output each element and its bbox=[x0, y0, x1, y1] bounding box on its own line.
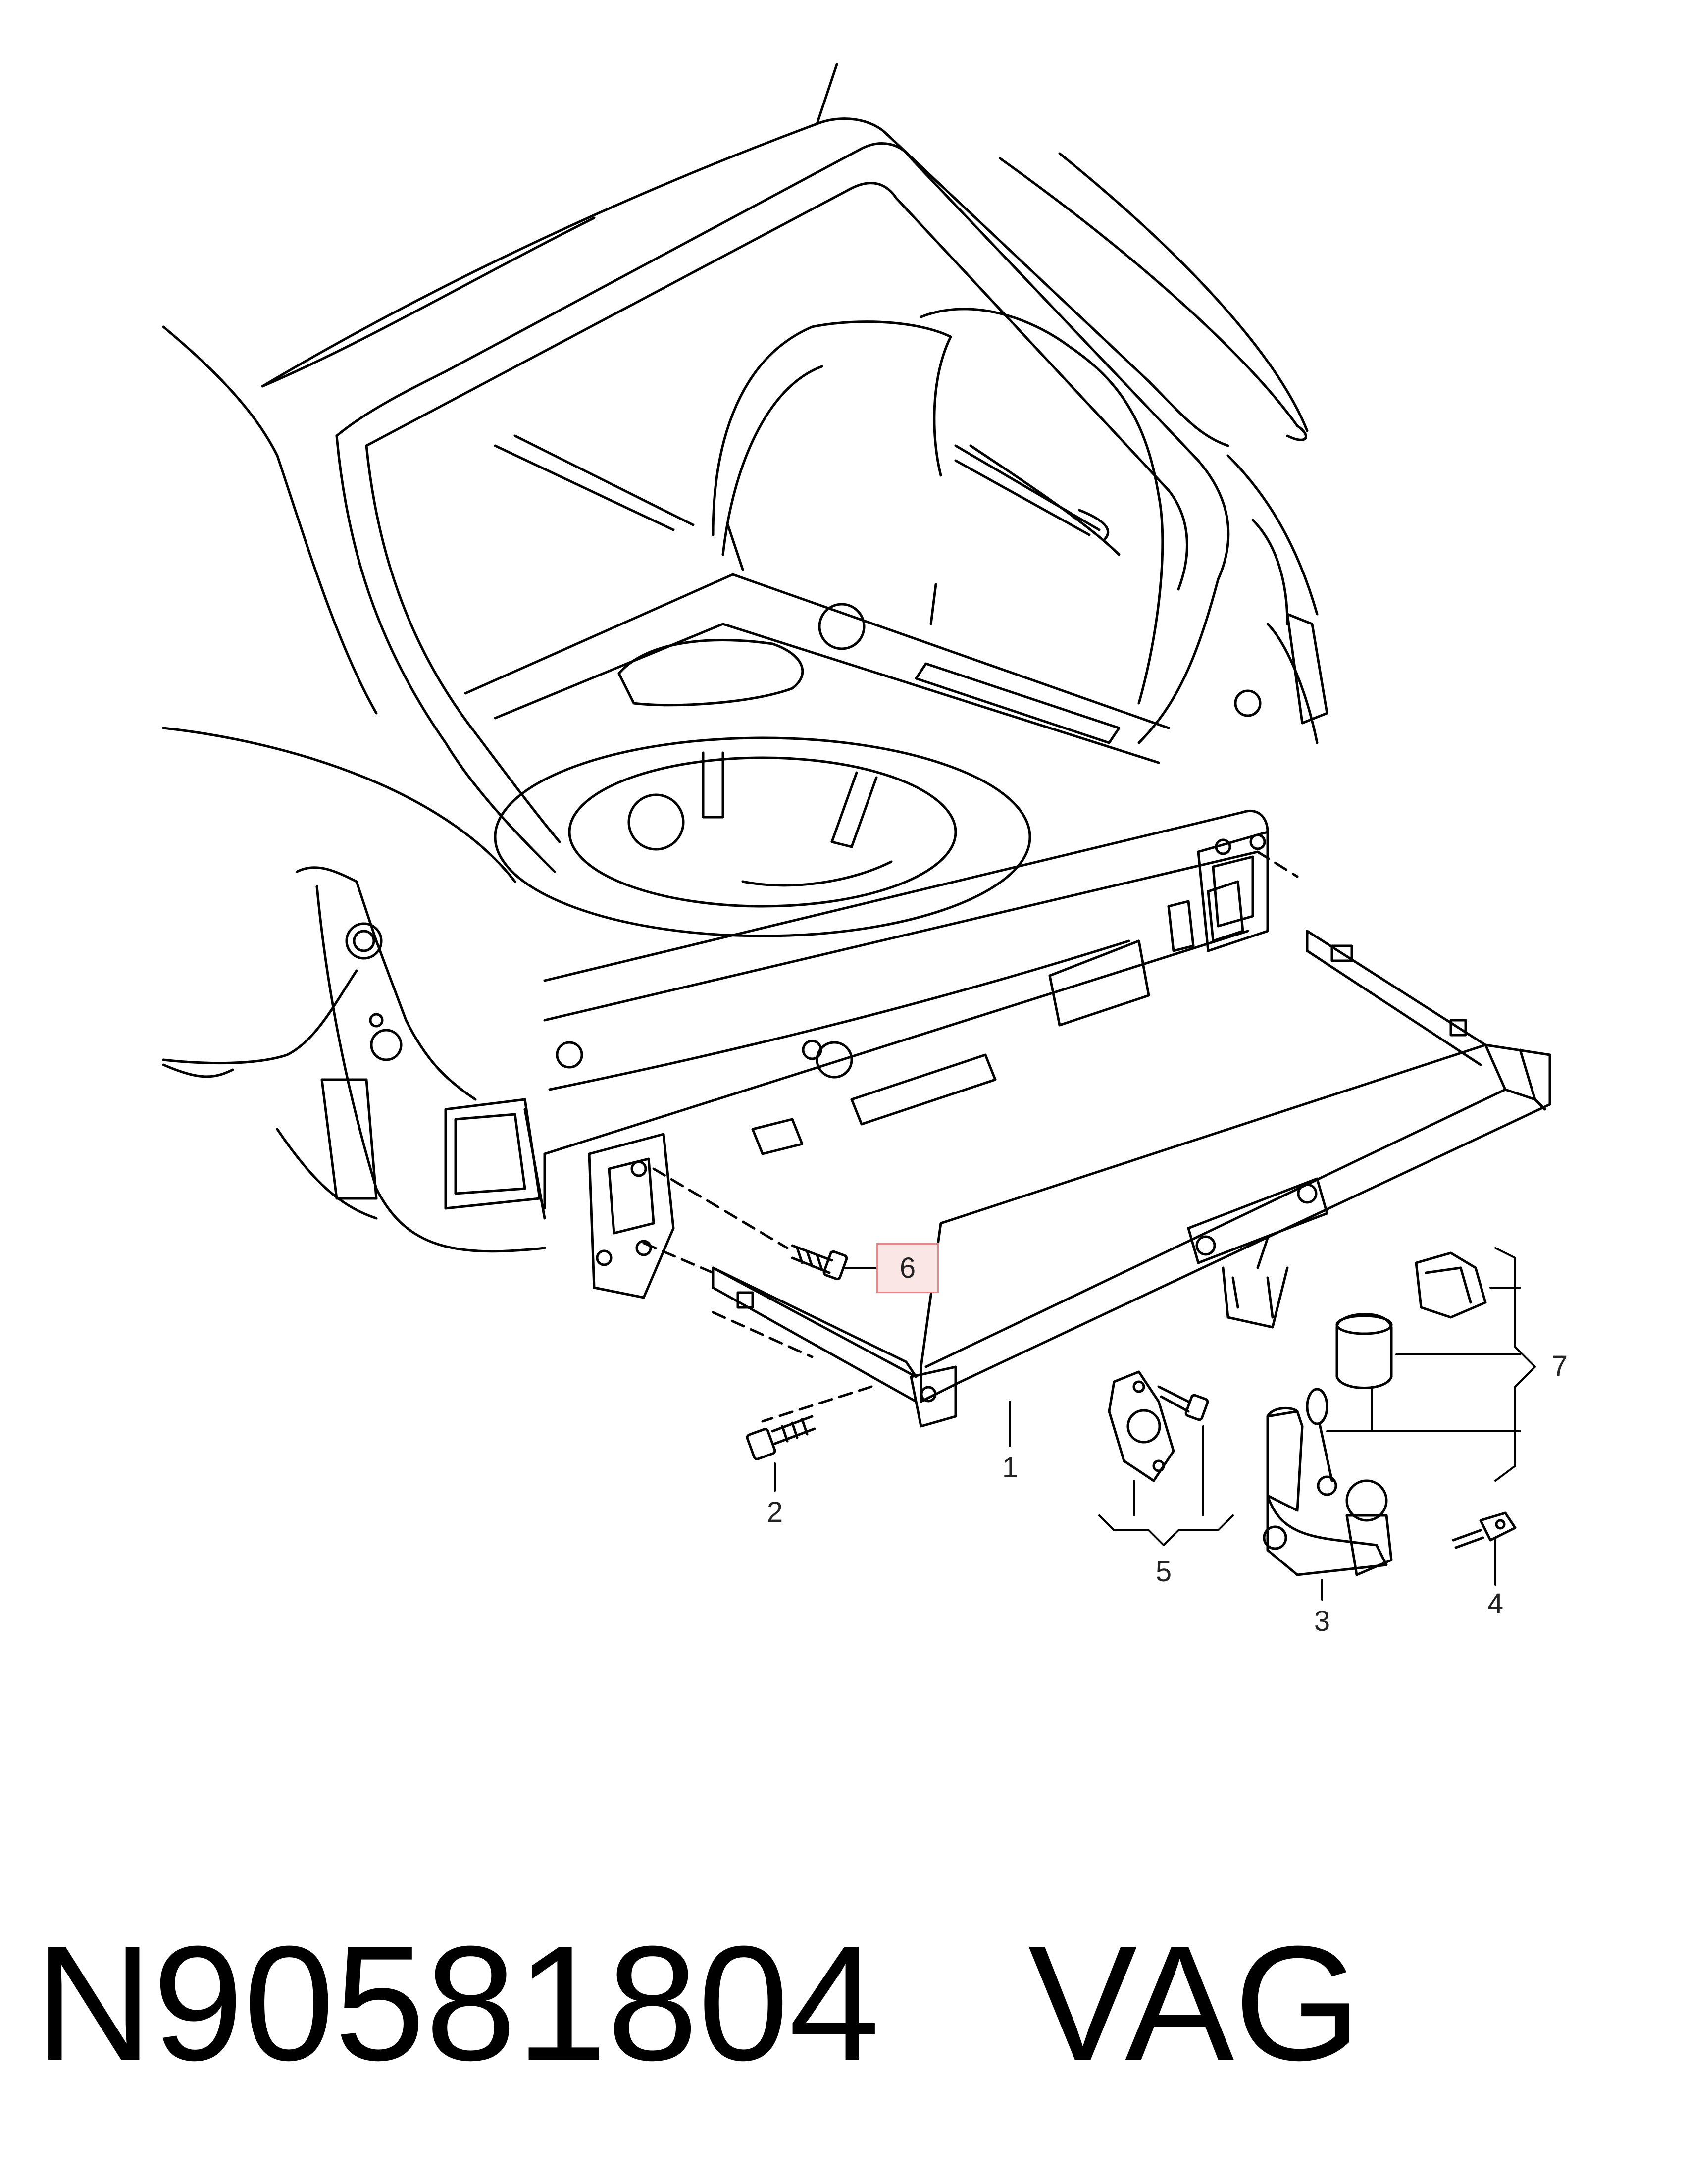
vendor-name: VAG bbox=[1028, 1912, 1361, 2094]
callout-7[interactable]: 7 bbox=[1551, 1350, 1568, 1382]
callout-6[interactable]: 6 bbox=[876, 1243, 939, 1293]
body-mounting-plates bbox=[588, 831, 1269, 1299]
callout-5[interactable]: 5 bbox=[1155, 1556, 1172, 1588]
bracket-plate-part-5 bbox=[1108, 1370, 1209, 1482]
bolt-part-6 bbox=[791, 1244, 848, 1281]
key-part-4 bbox=[1452, 1511, 1517, 1549]
leader-lines bbox=[774, 1247, 1536, 1601]
tow-bar-cross-member bbox=[712, 930, 1551, 1428]
callout-4[interactable]: 4 bbox=[1487, 1588, 1504, 1620]
assembly-lines bbox=[642, 850, 1299, 1423]
ball-head-part-3 bbox=[1263, 1388, 1393, 1576]
cap-set-part-7 bbox=[1335, 1251, 1487, 1389]
car-body-outline bbox=[162, 63, 1328, 1253]
callout-3[interactable]: 3 bbox=[1314, 1605, 1330, 1637]
callout-1[interactable]: 1 bbox=[1002, 1452, 1019, 1484]
callout-2[interactable]: 2 bbox=[766, 1496, 783, 1528]
part-number: N90581804 bbox=[35, 1912, 880, 2094]
bolt-part-2 bbox=[746, 1415, 816, 1460]
